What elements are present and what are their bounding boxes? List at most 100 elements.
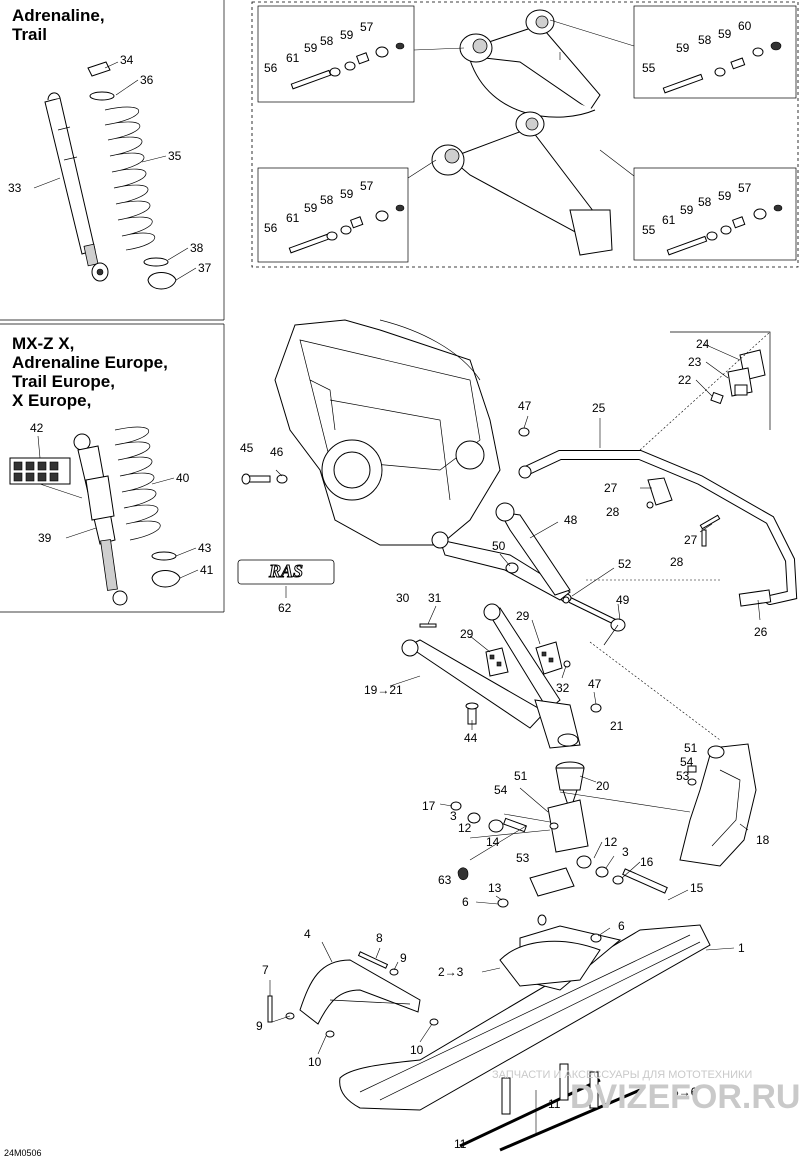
label-6a: 6 bbox=[462, 895, 469, 909]
label-tl-56: 56 bbox=[264, 61, 278, 75]
label-52: 52 bbox=[618, 557, 632, 571]
label-11a: 11 bbox=[548, 1097, 561, 1111]
label-1: 1 bbox=[738, 941, 745, 955]
label-bl-57: 57 bbox=[360, 179, 374, 193]
spring-35 bbox=[104, 106, 156, 251]
label-32: 32 bbox=[556, 681, 570, 695]
bolt-set-bottom-right bbox=[666, 204, 783, 256]
spring-seat-38 bbox=[143, 257, 169, 267]
collar-41 bbox=[151, 570, 181, 588]
label-54a: 54 bbox=[680, 755, 694, 769]
label-tr-59b: 59 bbox=[676, 41, 690, 55]
label-6b: 6 bbox=[618, 919, 625, 933]
label-9a: 9 bbox=[400, 951, 407, 965]
label-13: 13 bbox=[488, 881, 502, 895]
label-19-21: 19→21 bbox=[364, 683, 403, 697]
label-24: 24 bbox=[696, 337, 710, 351]
label-bl-59a: 59 bbox=[340, 187, 354, 201]
bracket-27 bbox=[646, 477, 721, 547]
label-2-3: 2→3 bbox=[438, 965, 464, 979]
label-tr-60: 60 bbox=[738, 19, 752, 33]
lower-a-arm-19-21 bbox=[401, 603, 581, 749]
label-5-6: 5→6 bbox=[672, 1085, 698, 1099]
watermark-line1: ЗАПЧАСТИ И АКСЕССУАРЫ ДЛЯ МОТОТЕХНИКИ bbox=[492, 1069, 752, 1081]
part-labels: 34 36 35 33 38 37 42 40 39 43 41 62 57 5… bbox=[4, 19, 770, 1158]
label-3a: 3 bbox=[450, 809, 457, 823]
label-47a: 47 bbox=[518, 399, 532, 413]
label-29a: 29 bbox=[460, 627, 474, 641]
label-12b: 12 bbox=[604, 835, 618, 849]
label-18: 18 bbox=[756, 833, 770, 847]
bracket-frame-24 bbox=[670, 331, 771, 430]
label-53b: 53 bbox=[516, 851, 530, 865]
upper-a-arm-48 bbox=[431, 502, 571, 601]
label-12a: 12 bbox=[458, 821, 472, 835]
label-29b: 29 bbox=[516, 609, 530, 623]
label-11b: 11 bbox=[454, 1137, 467, 1151]
bolt-set-bottom-left bbox=[288, 204, 405, 254]
label-48: 48 bbox=[564, 513, 578, 527]
label-br-59a: 59 bbox=[718, 189, 732, 203]
label-21: 21 bbox=[610, 719, 624, 733]
spindle-18 bbox=[679, 743, 757, 867]
bushing-kit-outline bbox=[251, 1, 799, 268]
ras-logo-text: RAS bbox=[268, 561, 303, 581]
bolt-set-top-left bbox=[290, 42, 405, 90]
retainer-34 bbox=[87, 61, 111, 77]
reservoir-42 bbox=[9, 457, 71, 485]
panel-frames bbox=[0, 0, 799, 613]
label-8: 8 bbox=[376, 931, 383, 945]
label-7: 7 bbox=[262, 963, 269, 977]
bolt-set-top-right bbox=[662, 41, 782, 94]
panel-title-mxz-x-europe: MX-Z X, Adrenaline Europe, Trail Europe,… bbox=[12, 334, 168, 410]
label-tr-58: 58 bbox=[698, 33, 712, 47]
label-26: 26 bbox=[754, 625, 768, 639]
label-28b: 28 bbox=[670, 555, 684, 569]
label-31: 31 bbox=[428, 591, 442, 605]
label-br-55: 55 bbox=[642, 223, 656, 237]
label-42: 42 bbox=[30, 421, 44, 435]
label-9b: 9 bbox=[256, 1019, 263, 1033]
spring-seat-43 bbox=[151, 551, 177, 561]
sway-bar-25 bbox=[518, 450, 798, 607]
label-25: 25 bbox=[592, 401, 606, 415]
spindle-lower-hardware bbox=[450, 799, 668, 897]
label-tr-55: 55 bbox=[642, 61, 656, 75]
label-54b: 54 bbox=[494, 783, 508, 797]
label-tl-57: 57 bbox=[360, 20, 374, 34]
label-45: 45 bbox=[240, 441, 254, 455]
bolt-45-46 bbox=[241, 473, 288, 485]
label-10b: 10 bbox=[410, 1043, 424, 1057]
label-17: 17 bbox=[422, 799, 436, 813]
lower-a-arm-kit bbox=[431, 111, 613, 256]
ball-joint-20 bbox=[555, 761, 585, 806]
chassis-frame bbox=[274, 319, 501, 546]
label-bl-61: 61 bbox=[286, 211, 300, 225]
label-br-58: 58 bbox=[698, 195, 712, 209]
label-51b: 51 bbox=[514, 769, 528, 783]
leader-lines bbox=[33, 52, 771, 1055]
runners-11 bbox=[459, 1063, 641, 1152]
label-43: 43 bbox=[198, 541, 212, 555]
label-51a: 51 bbox=[684, 741, 698, 755]
label-39: 39 bbox=[38, 531, 52, 545]
label-tl-59a: 59 bbox=[340, 28, 354, 42]
watermark: ЗАПЧАСТИ И АКСЕССУАРЫ ДЛЯ МОТОТЕХНИКИ DV… bbox=[492, 1069, 800, 1116]
shock-absorber-33 bbox=[44, 92, 109, 282]
label-27a: 27 bbox=[604, 481, 618, 495]
label-27b: 27 bbox=[684, 533, 698, 547]
panel-title-adrenaline-trail: Adrenaline, Trail bbox=[12, 6, 105, 44]
label-34: 34 bbox=[120, 53, 134, 67]
label-28a: 28 bbox=[606, 505, 620, 519]
label-20: 20 bbox=[596, 779, 610, 793]
spring-40 bbox=[114, 426, 161, 541]
sway-bar-bracket-24-23-22 bbox=[710, 349, 766, 405]
label-23: 23 bbox=[688, 355, 702, 369]
kit-box-bottom-right bbox=[633, 167, 797, 261]
label-bl-58: 58 bbox=[320, 193, 334, 207]
spring-seat-36 bbox=[89, 91, 115, 101]
protector-29 bbox=[485, 641, 563, 677]
upper-a-arm-kit bbox=[459, 9, 601, 118]
label-44: 44 bbox=[464, 731, 478, 745]
